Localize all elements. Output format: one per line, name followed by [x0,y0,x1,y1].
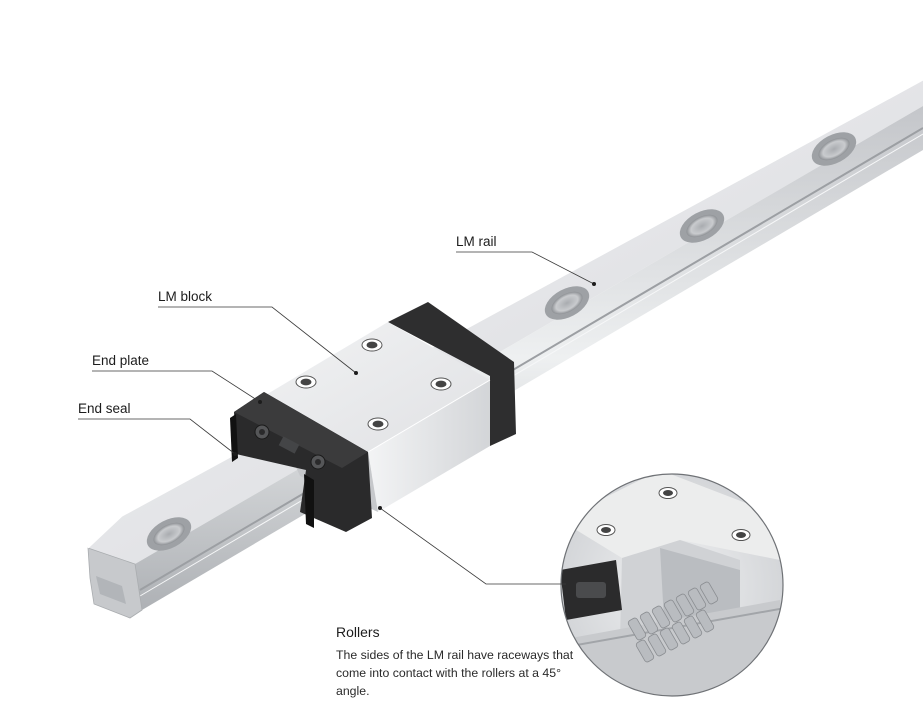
label-end-seal: End seal [78,401,131,416]
label-end-plate: End plate [92,353,149,368]
end-seal [230,414,314,528]
rollers-title: Rollers [336,624,380,640]
rollers [627,581,719,663]
leader-lm-rail [456,251,596,286]
rail-hole-1 [146,517,192,551]
leader-end-plate [92,370,262,404]
leader-lm-block [158,306,358,375]
lm-rail [87,79,923,619]
rollers-description: The sides of the LM rail have raceways t… [336,648,574,698]
rail-hole-4 [811,132,857,166]
end-plate [234,392,372,532]
rail-hole-3 [679,209,725,243]
leader-rollers [378,506,566,585]
leader-end-seal [78,418,237,456]
rollers-callout: Rollers The sides of the LM rail have ra… [336,624,596,700]
rail-hole-2 [544,286,590,320]
label-lm-block: LM block [158,289,212,304]
label-lm-rail: LM rail [456,234,497,249]
